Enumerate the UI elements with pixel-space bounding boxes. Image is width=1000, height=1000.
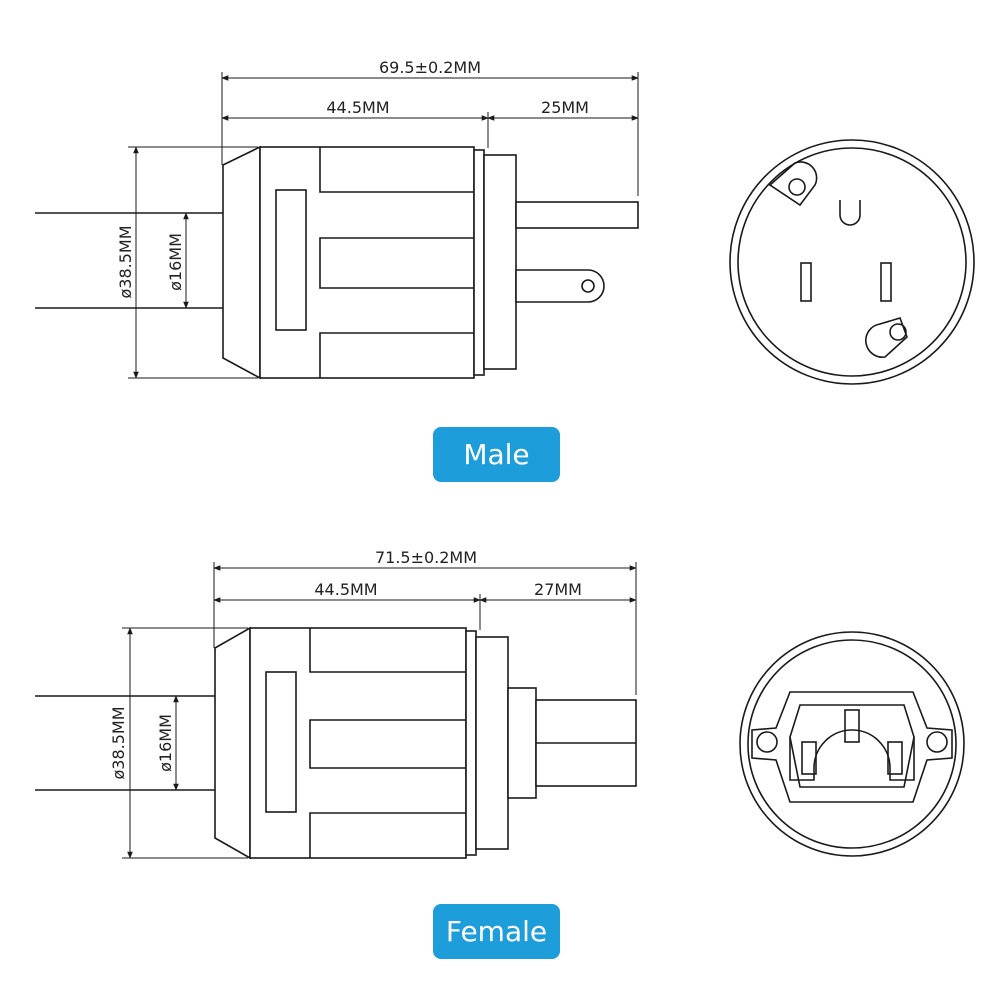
- female-outer-diameter: ø38.5MM: [109, 706, 128, 779]
- female-label-badge: Female: [433, 904, 560, 959]
- female-body-length: 44.5MM: [314, 580, 377, 599]
- male-outer-diameter: ø38.5MM: [116, 225, 135, 298]
- male-total-length: 69.5±0.2MM: [379, 58, 481, 77]
- male-vertical-dimensions: ø38.5MM ø16MM: [116, 146, 258, 379]
- female-side-view: [35, 626, 637, 860]
- male-body-length: 44.5MM: [326, 98, 389, 117]
- male-pin-length: 25MM: [541, 98, 589, 117]
- male-label-badge: Male: [433, 427, 560, 482]
- nema-5-15-outlet-face-icon: [729, 139, 975, 385]
- male-side-view: [35, 145, 639, 380]
- female-socket-length: 27MM: [534, 580, 582, 599]
- female-total-length: 71.5±0.2MM: [375, 548, 477, 567]
- female-horizontal-dimensions: 71.5±0.2MM 44.5MM 27MM: [213, 548, 637, 695]
- male-cable-diameter: ø16MM: [166, 233, 185, 291]
- male-horizontal-dimensions: 69.5±0.2MM 44.5MM 25MM: [221, 58, 639, 196]
- female-cable-diameter: ø16MM: [156, 714, 175, 772]
- female-vertical-dimensions: ø38.5MM ø16MM: [109, 627, 248, 859]
- iec-c13-socket-face-icon: [739, 631, 965, 857]
